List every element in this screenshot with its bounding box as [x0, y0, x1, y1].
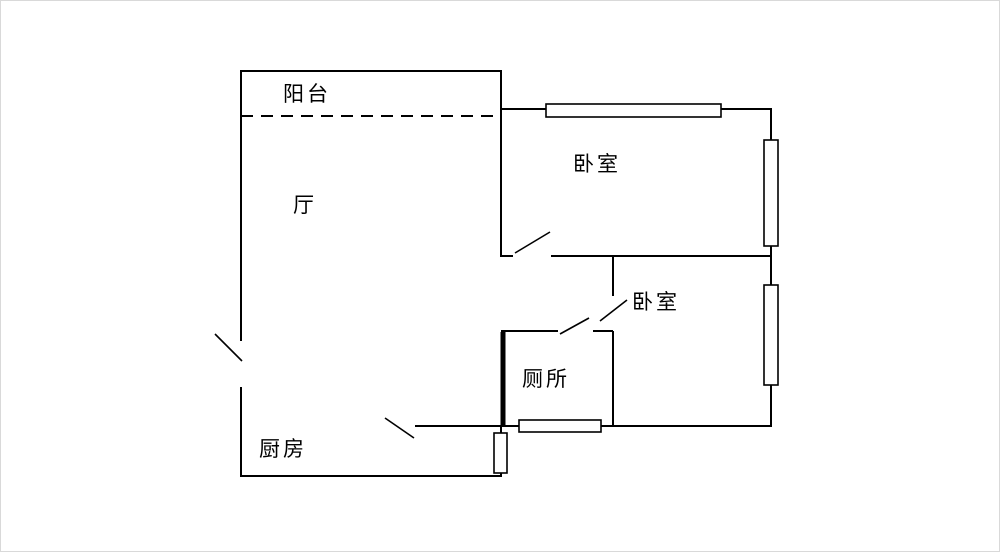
- window-bedroom1-right: [763, 139, 779, 247]
- window-bedroom1-top: [545, 103, 722, 118]
- window-toilet-bottom: [518, 419, 602, 433]
- window-bedroom2-right: [763, 284, 779, 386]
- door-toilet-diagonal: [559, 317, 590, 335]
- door-bedroom2-diagonal: [599, 299, 628, 322]
- room-label-kitchen: 厨房: [259, 437, 307, 461]
- room-label-hall: 厅: [293, 193, 317, 217]
- room-label-bedroom-top: 卧室: [573, 152, 621, 176]
- door-entry-diagonal: [214, 333, 243, 362]
- room-label-balcony: 阳台: [283, 82, 331, 106]
- door-kitchen-diagonal: [384, 417, 415, 439]
- room-label-toilet: 厕所: [522, 367, 570, 391]
- door-bedroom1-diagonal: [514, 231, 551, 254]
- window-kitchen-duct: [493, 432, 508, 474]
- room-label-bedroom-middle: 卧室: [632, 290, 680, 314]
